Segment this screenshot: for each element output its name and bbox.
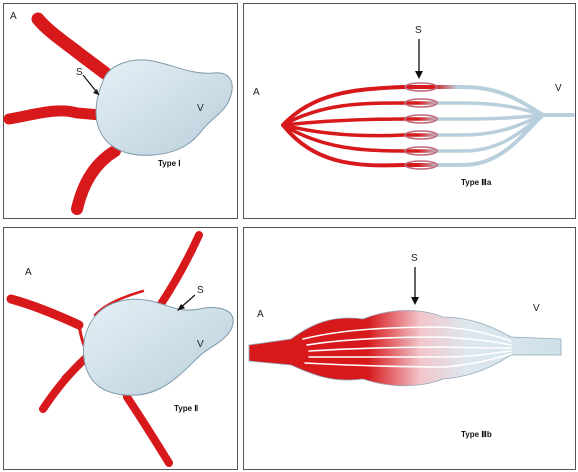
vein-label: V <box>197 339 204 350</box>
panel-type-1: A S V Type Ⅰ <box>3 3 238 219</box>
panel-caption: Type Ⅲb <box>461 430 492 439</box>
vein-label: V <box>555 83 562 94</box>
panel-type-3b: S A V Type Ⅲb <box>243 227 576 470</box>
panel-type-2: A S V Type Ⅱ <box>3 227 238 470</box>
shunt-label: S <box>415 25 422 36</box>
artery-label: A <box>257 309 264 320</box>
panel-caption: Type Ⅲa <box>461 178 492 187</box>
artery-label: A <box>25 267 32 278</box>
artery-label: A <box>253 87 260 98</box>
shunt-label: S <box>411 253 418 264</box>
panel-caption: Type Ⅰ <box>158 159 181 168</box>
artery-label: A <box>10 11 17 22</box>
vein-label: V <box>197 103 204 114</box>
vein-label: V <box>533 303 540 314</box>
panel-type-3a: S A V Type Ⅲa <box>243 3 576 219</box>
panel-caption: Type Ⅱ <box>174 404 198 413</box>
shunt-label: S <box>197 285 204 296</box>
shunt-label: S <box>76 67 83 78</box>
